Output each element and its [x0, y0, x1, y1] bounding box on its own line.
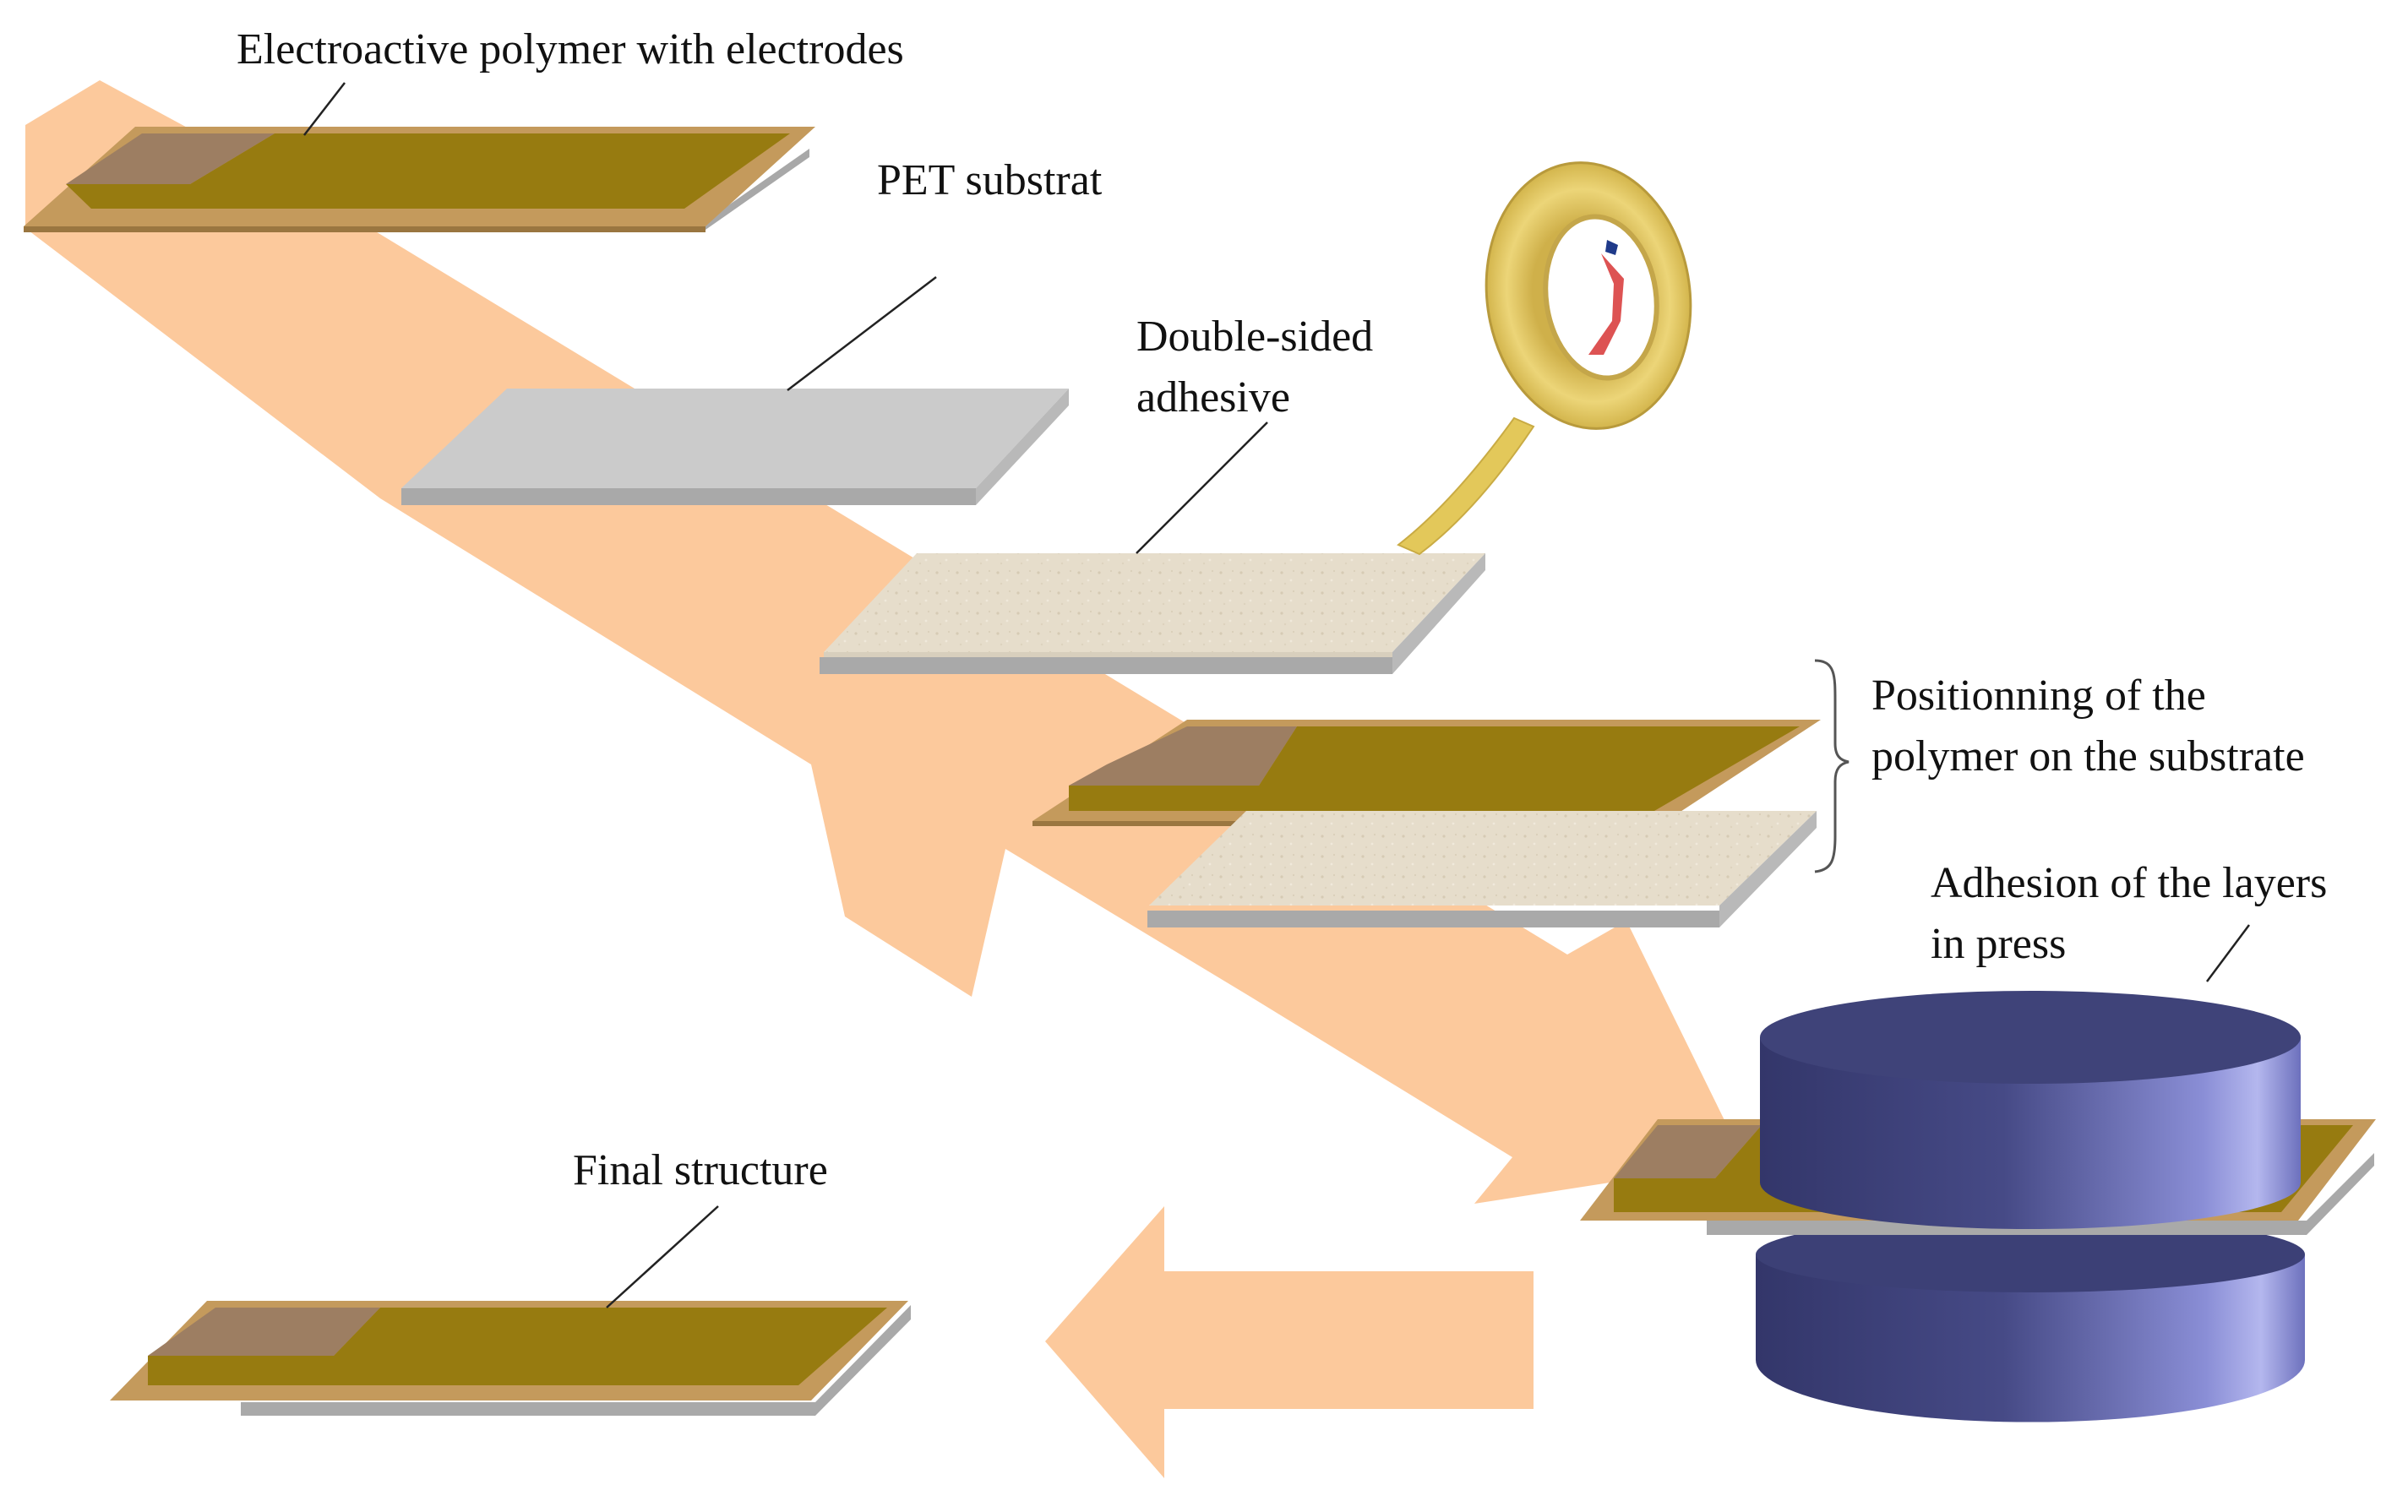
polymer-strip — [24, 127, 815, 232]
label-positioning-line1: Positionning of the — [1871, 672, 2206, 720]
label-positioning-line2: polymer on the substrate — [1871, 732, 2305, 780]
leader-lines — [303, 82, 2251, 1308]
adhesive-on-substrate — [820, 553, 1485, 674]
label-press-line1: Adhesion of the layers — [1931, 859, 2327, 907]
leader-press — [2205, 924, 2251, 982]
positioning-polymer — [1032, 720, 1821, 826]
positioning-brace — [1814, 659, 1850, 873]
tape-roll-icon — [1397, 161, 1692, 556]
leader-final — [606, 1205, 719, 1308]
label-adhesive-line1: Double-sided — [1136, 313, 1373, 361]
label-final: Final structure — [573, 1146, 828, 1194]
leader-adhesive — [1136, 422, 1268, 554]
label-adhesive-line2: adhesive — [1136, 373, 1290, 422]
press-upper-cylinder — [1760, 991, 2301, 1229]
final-structure — [110, 1301, 911, 1416]
pet-substrate — [401, 389, 1069, 505]
leader-pet — [787, 276, 937, 391]
label-pet: PET substrat — [877, 156, 1103, 204]
positioning-substrate — [1147, 811, 1817, 927]
flow-arrow-left — [1045, 1206, 1534, 1478]
press-lower-cylinder — [1756, 1216, 2305, 1422]
label-polymer: Electroactive polymer with electrodes — [237, 25, 904, 73]
label-press-line2: in press — [1931, 920, 2066, 968]
leader-polymer — [303, 82, 346, 136]
